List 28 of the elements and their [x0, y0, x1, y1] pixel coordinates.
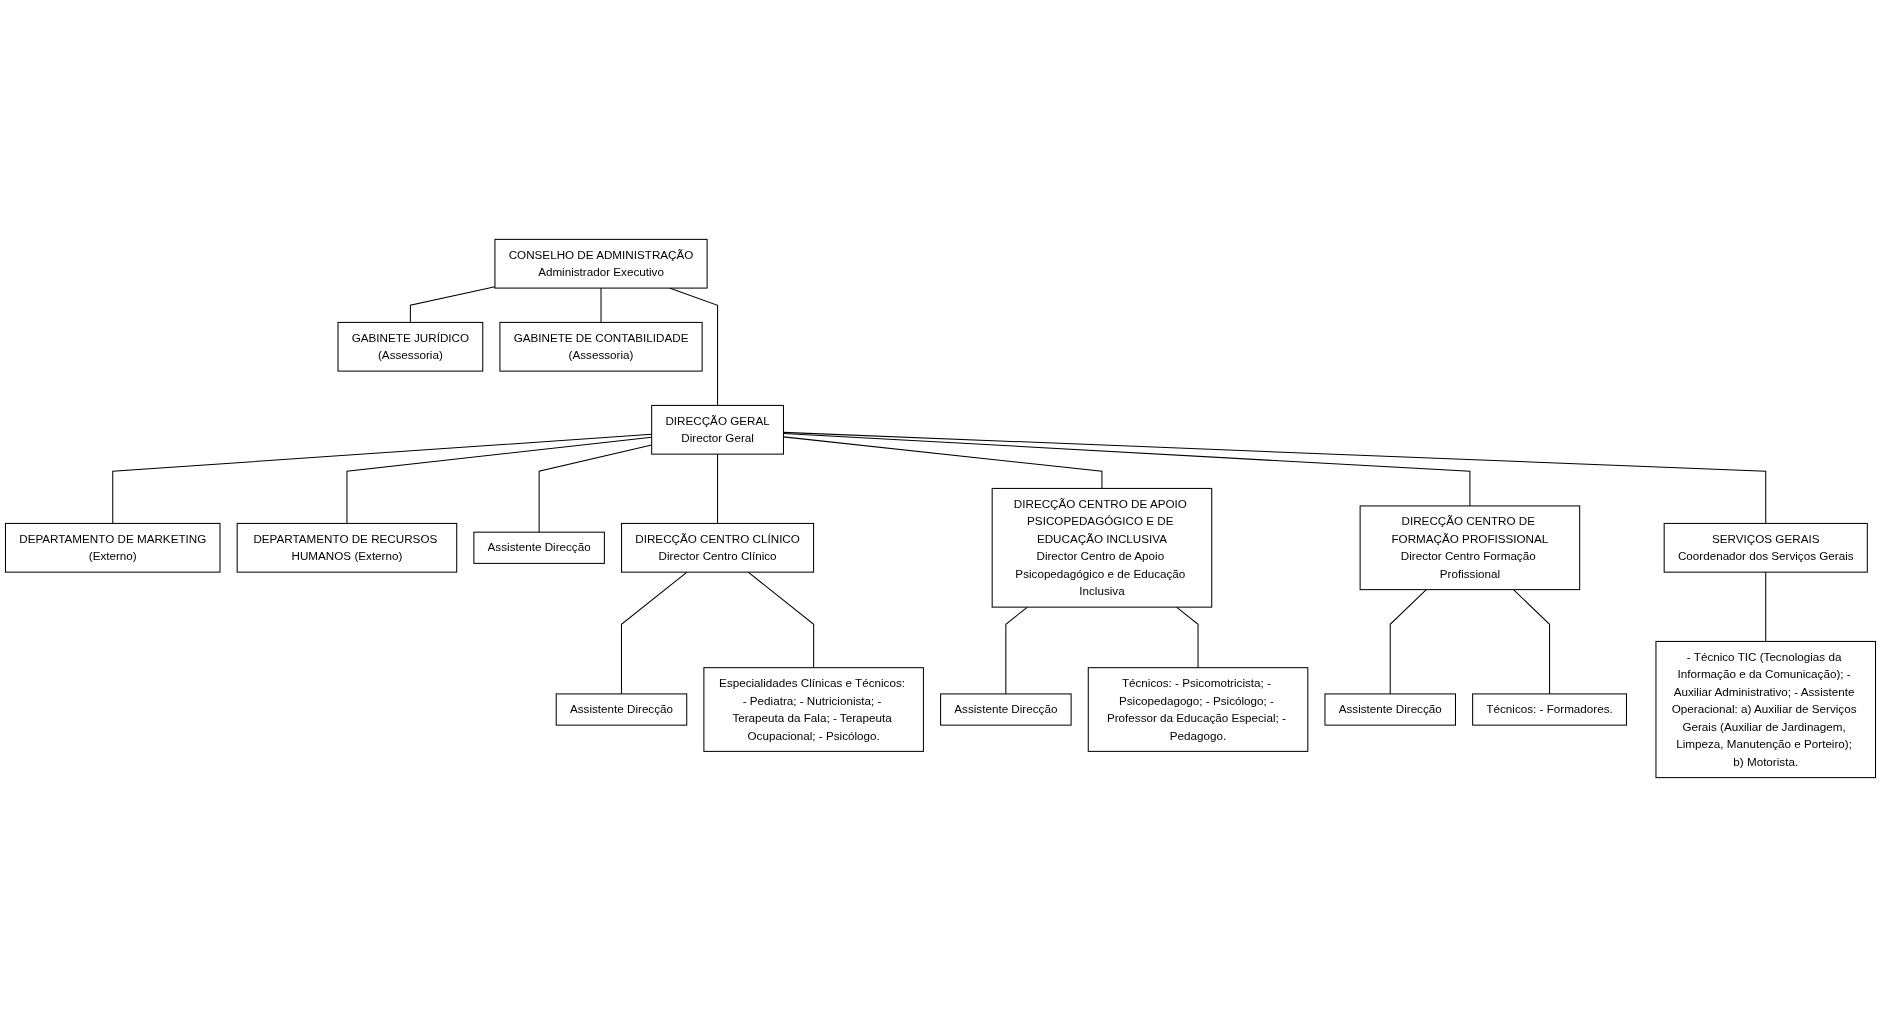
node-box: DIRECÇÃO GERAL Director Geral	[651, 404, 784, 455]
node-box: Especialidades Clínicas e Técnicos: - Pediatra; - Nutricionista; - Terapeuta da Fala; - Terapeuta Ocupacional; - Psicólogo.	[703, 667, 924, 752]
node-box: DIRECÇÃO CENTRO CLÍNICO Director Centro Clínico	[621, 522, 815, 573]
connector	[1389, 589, 1427, 695]
node-box: Assistente Direcção	[940, 693, 1072, 726]
node-box: SERVIÇOS GERAIS Coordenador dos Serviços Gerais	[1663, 522, 1868, 573]
connector	[620, 571, 688, 695]
node-box: Assistente Direcção	[1324, 693, 1456, 726]
connector	[1512, 589, 1551, 695]
connector	[747, 571, 815, 669]
node-box: - Técnico TIC (Tecnologias da Informação e da Comunicação); - Auxiliar Administrativo; - Assistente Operacional: a) Auxiliar de Serviços Gerais (Auxiliar de Jardinagem, Limpeza, Manutenção e Porteiro); b) Motorista.	[1655, 640, 1877, 779]
node-box: DEPARTAMENTO DE RECURSOS HUMANOS (Externo)	[236, 522, 458, 573]
connector	[1175, 606, 1199, 669]
node-box: GABINETE JURÍDICO (Assessoria)	[337, 321, 484, 372]
node-box: Técnicos: - Formadores.	[1472, 693, 1627, 726]
node-box: Assistente Direcção	[555, 693, 688, 726]
node-box: DIRECÇÃO CENTRO DE FORMAÇÃO PROFISSIONAL Director Centro Formação Profissional	[1359, 505, 1581, 591]
connector	[717, 453, 719, 524]
connector	[1005, 606, 1028, 695]
node-box: DIRECÇÃO CENTRO DE APOIO PSICOPEDAGÓGICO E DE EDUCAÇÃO INCLUSIVA Director Centro de Apoio Psicopedagógico e de Educação Inclusiva	[991, 487, 1213, 608]
connector	[1765, 571, 1767, 642]
connector	[600, 287, 602, 323]
node-box: Assistente Direcção	[473, 531, 605, 564]
node-box: Técnicos: - Psicomotricista; - Psicopedagogo; - Psicólogo; - Professor da Educação Especial; - Pedagogo.	[1087, 667, 1309, 752]
node-box: CONSELHO DE ADMINISTRAÇÃO Administrador Executivo	[494, 238, 708, 289]
node-box: GABINETE DE CONTABILIDADE (Assessoria)	[499, 321, 703, 372]
connector	[409, 286, 496, 323]
node-box: DEPARTAMENTO DE MARKETING (Externo)	[4, 522, 221, 573]
